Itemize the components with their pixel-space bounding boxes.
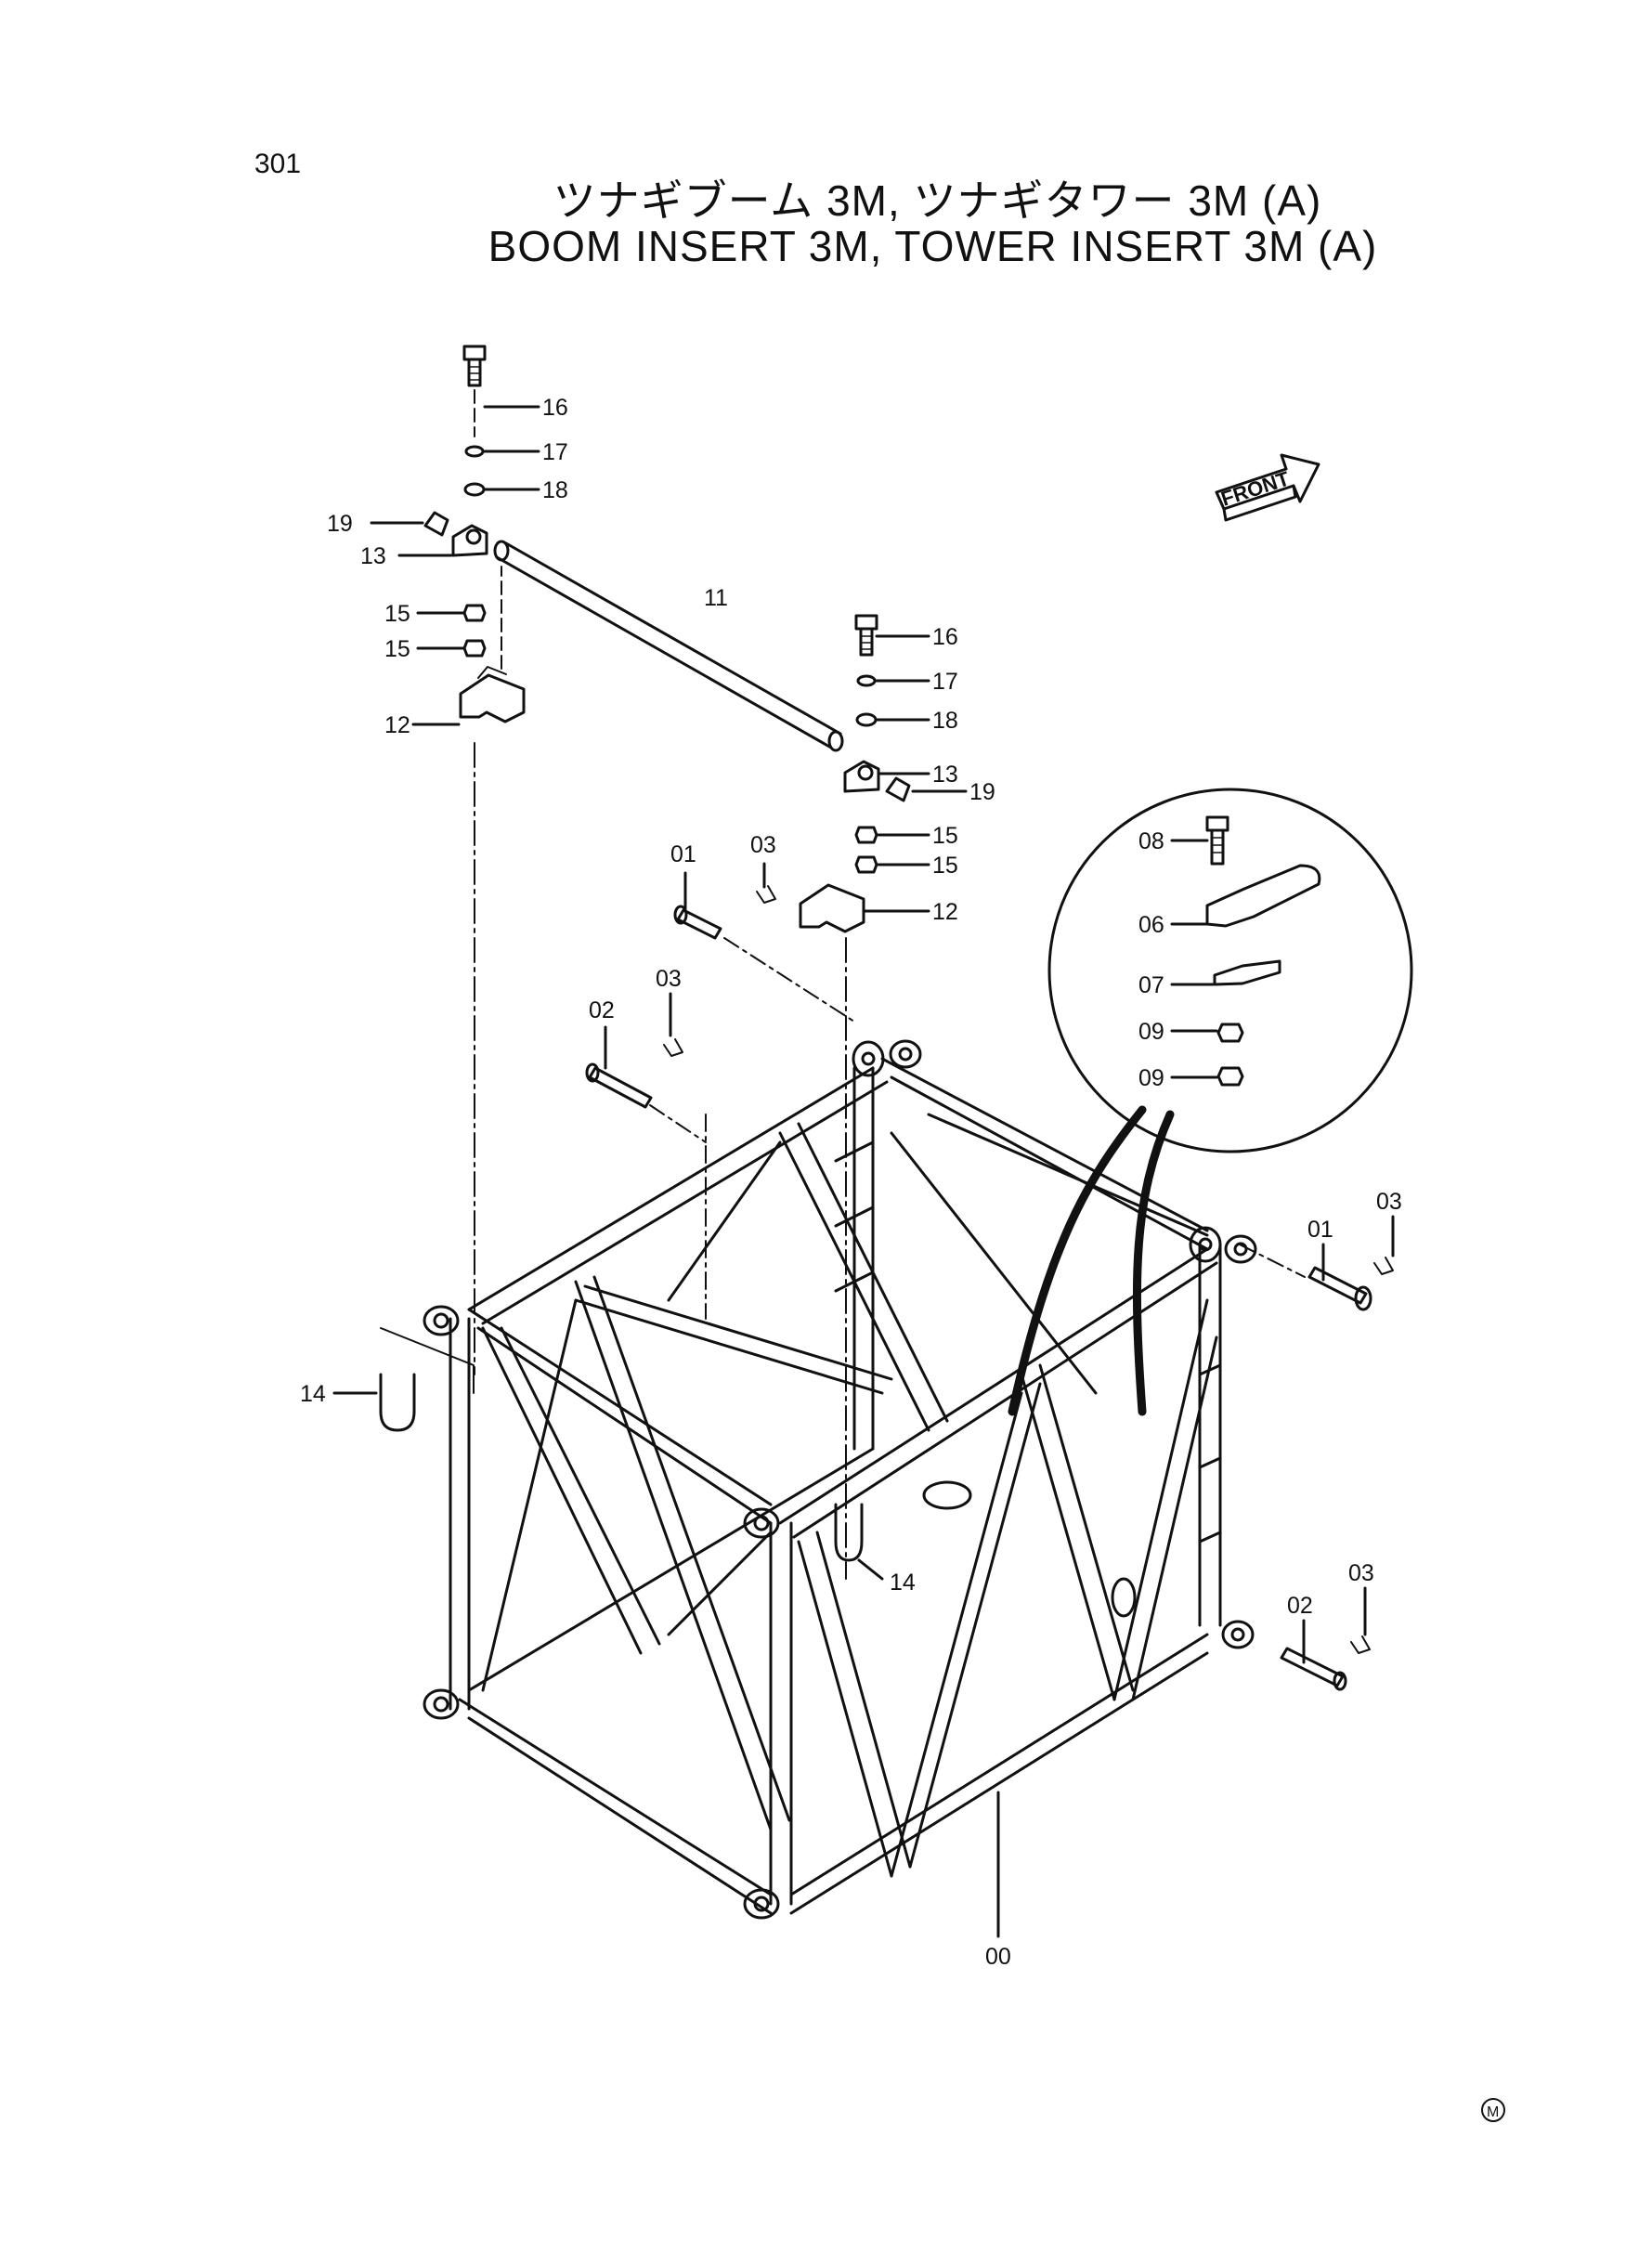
- label-01-right: 01: [1307, 1217, 1333, 1243]
- label-07: 07: [1138, 972, 1164, 998]
- right-top-fittings: [799, 614, 968, 1580]
- label-15-b: 15: [384, 636, 410, 662]
- label-11: 11: [704, 585, 728, 611]
- label-14-left: 14: [300, 1381, 326, 1407]
- m-mark-label: M: [1487, 2104, 1499, 2120]
- front-label: FRONT: [1218, 466, 1293, 510]
- label-12-right: 12: [932, 899, 958, 925]
- label-16-right: 16: [932, 624, 958, 650]
- left-top-fittings: [370, 345, 540, 1375]
- label-09-a: 09: [1138, 1019, 1164, 1045]
- label-17-left: 17: [542, 439, 568, 465]
- label-19-right: 19: [969, 779, 995, 805]
- label-15-d: 15: [932, 853, 958, 879]
- label-18-left: 18: [542, 477, 568, 503]
- label-03-mid: 03: [656, 966, 682, 992]
- label-03-top: 03: [750, 832, 776, 858]
- lattice-frame: [332, 1039, 1257, 1938]
- label-02-bottom: 02: [1287, 1593, 1313, 1619]
- label-03-right: 03: [1376, 1189, 1402, 1215]
- label-13-right: 13: [932, 762, 958, 788]
- label-17-right: 17: [932, 669, 958, 695]
- label-00: 00: [985, 1944, 1011, 1970]
- label-19-left: 19: [327, 511, 353, 537]
- detail-callout: [1008, 788, 1413, 1416]
- label-09-b: 09: [1138, 1065, 1164, 1091]
- label-14-right: 14: [890, 1570, 916, 1596]
- label-15-c: 15: [932, 823, 958, 849]
- label-15-a: 15: [384, 601, 410, 627]
- page-number: 301: [254, 149, 302, 179]
- front-arrow-icon: FRONT: [1215, 453, 1320, 522]
- label-12-left: 12: [384, 712, 410, 738]
- title-japanese: ツナギブーム 3M, ツナギタワー 3M (A): [553, 176, 1322, 225]
- pins: [585, 862, 1395, 1691]
- label-16-left: 16: [542, 395, 568, 421]
- label-08: 08: [1138, 828, 1164, 854]
- label-13-left: 13: [360, 543, 386, 569]
- title-english: BOOM INSERT 3M, TOWER INSERT 3M (A): [488, 222, 1378, 270]
- label-03-bottom: 03: [1348, 1560, 1374, 1586]
- label-02-top: 02: [589, 997, 615, 1023]
- part-labels: 16 17 18 19 13 15 15 12 11 16 17 18 13 1…: [300, 395, 1402, 1970]
- label-01-top: 01: [670, 841, 696, 867]
- label-18-right: 18: [932, 708, 958, 734]
- m-mark: M: [1481, 2098, 1505, 2122]
- label-06: 06: [1138, 912, 1164, 938]
- tie-bar: [493, 540, 844, 752]
